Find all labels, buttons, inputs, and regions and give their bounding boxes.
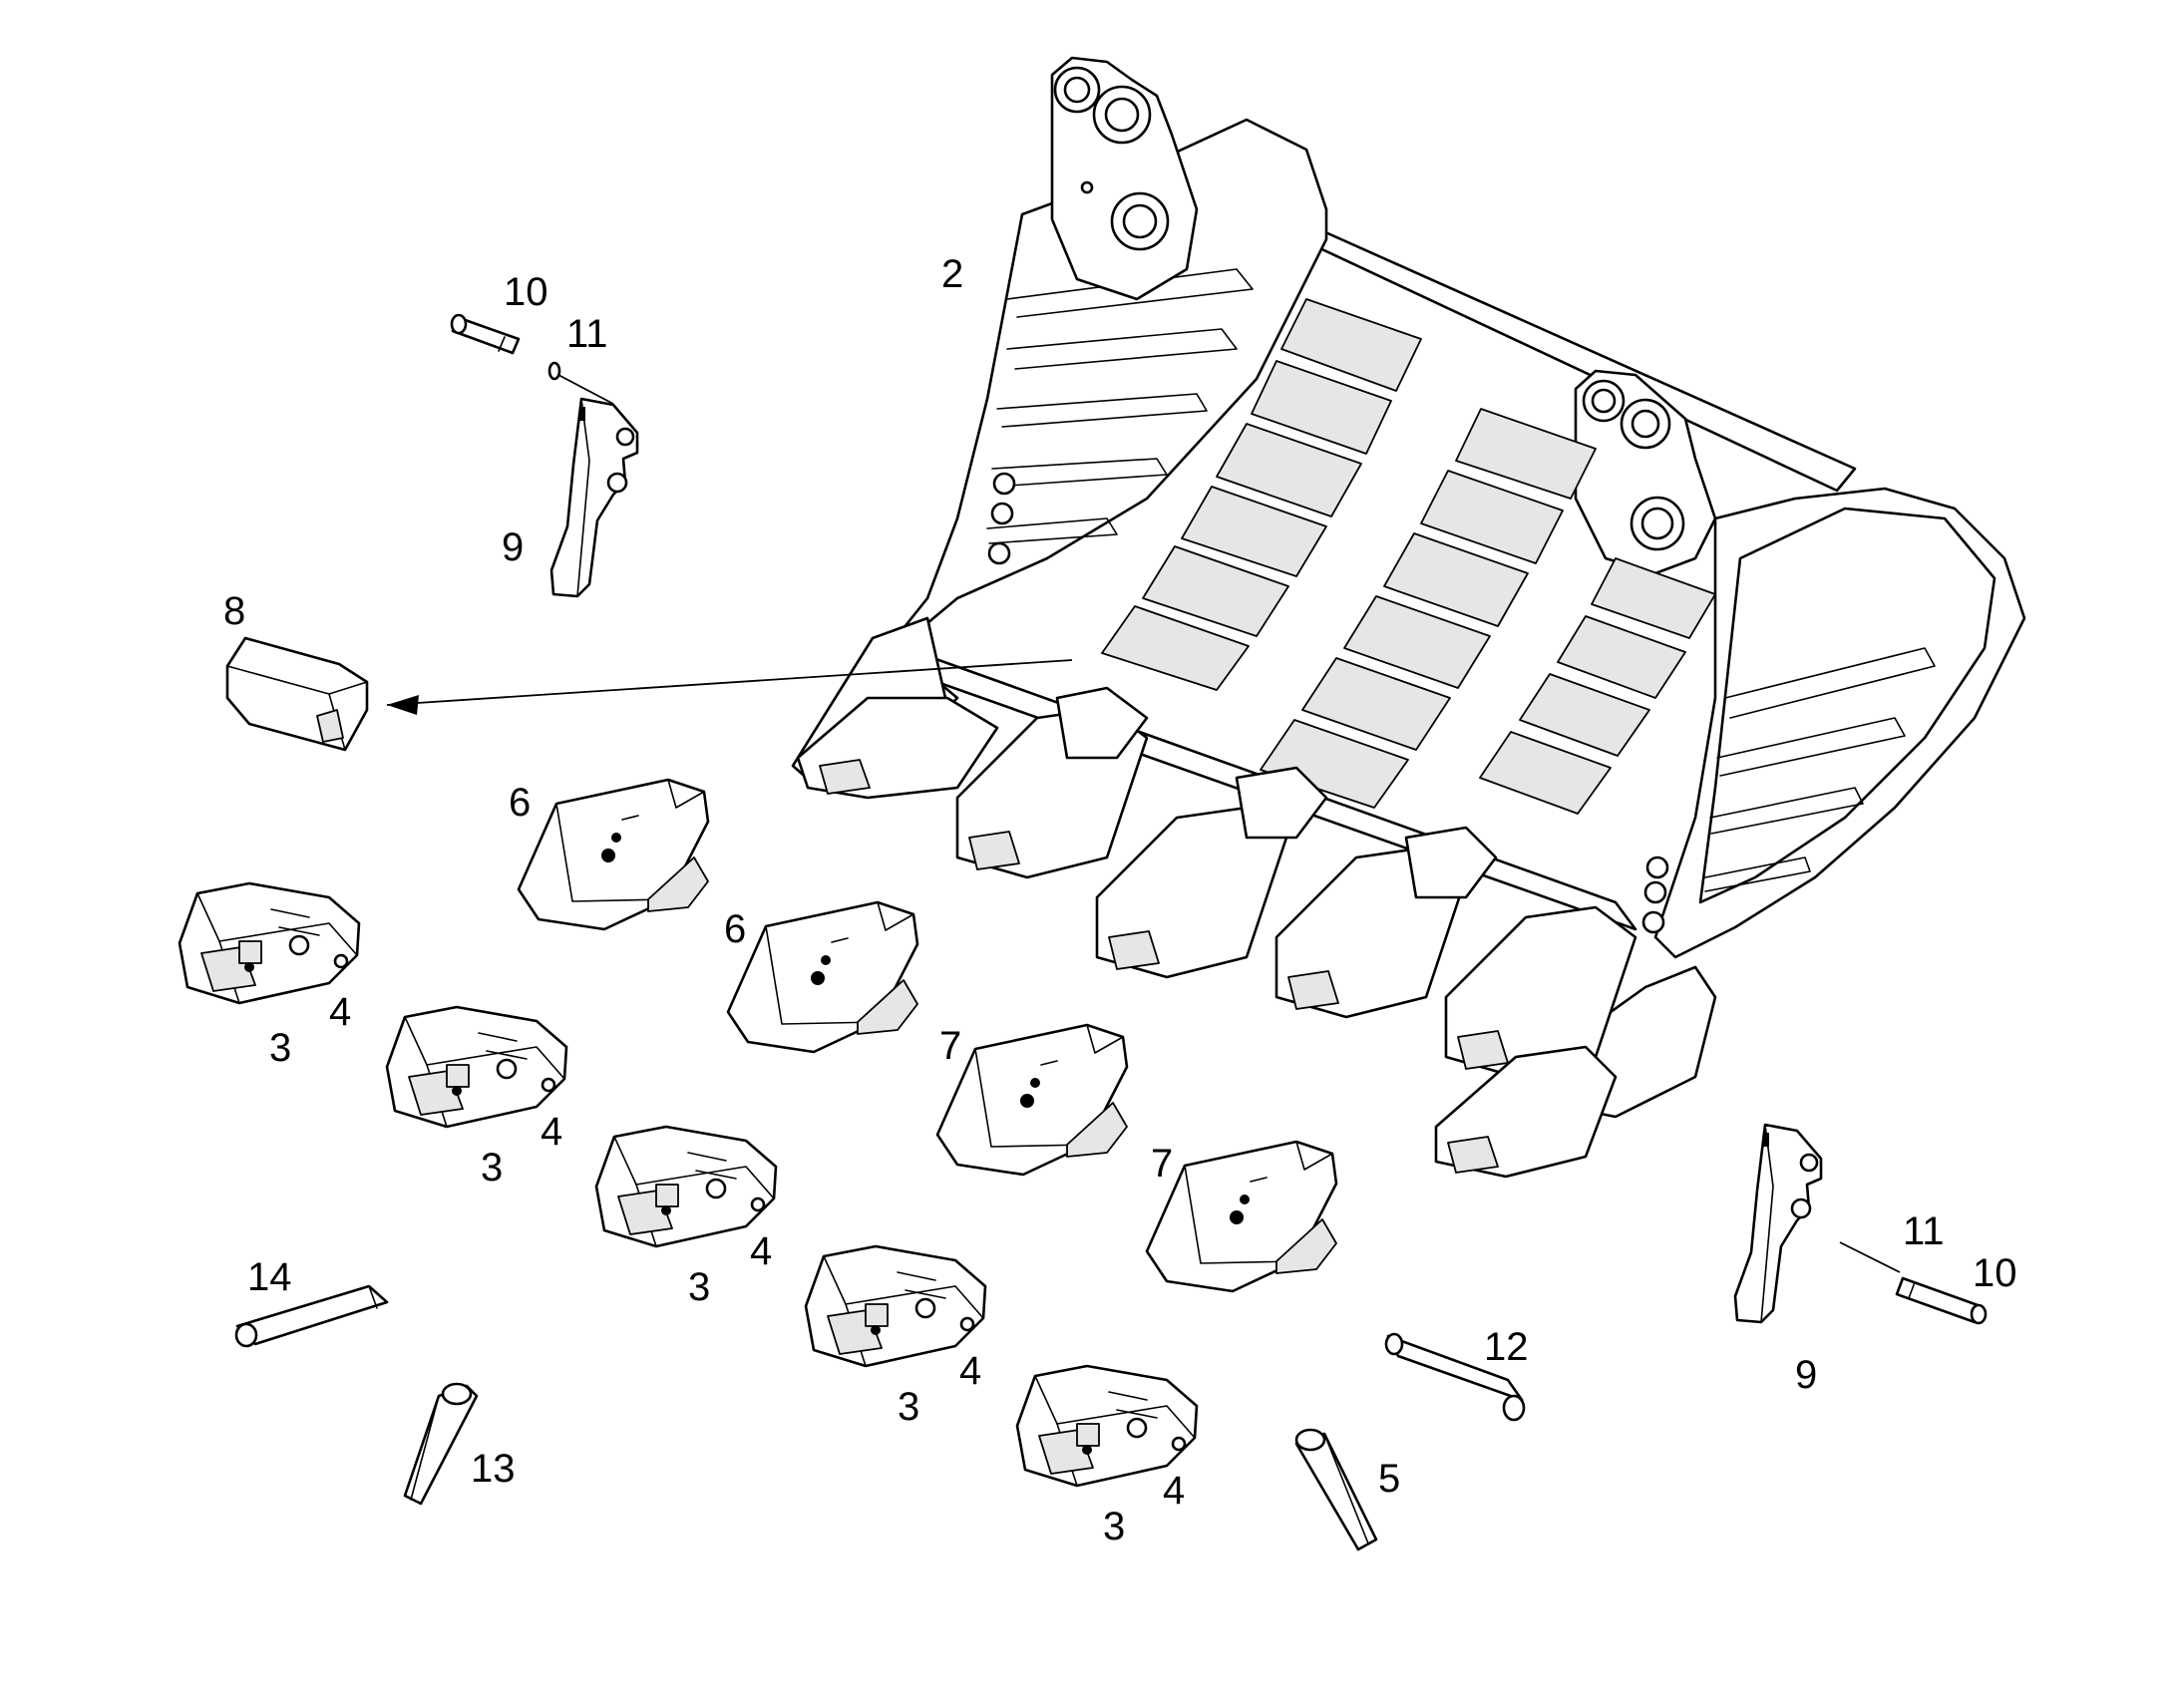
- callout-10-right: 10: [1973, 1251, 2017, 1295]
- callout-7-a: 7: [939, 1024, 961, 1068]
- pin-part-13: [403, 1382, 479, 1506]
- callout-6-a: 6: [509, 781, 531, 825]
- callout-4-b: 4: [541, 1110, 562, 1154]
- liner-plates: [1101, 298, 1716, 815]
- pin-part-10-left: [450, 313, 521, 355]
- pin-part-12: [1384, 1332, 1526, 1422]
- wear-block-part-8: [225, 636, 369, 752]
- callout-11-left: 11: [566, 312, 608, 356]
- bucket-body: [791, 56, 2026, 1179]
- tooth-part-7-b: [1145, 1140, 1338, 1293]
- adapter-part-3-b: [385, 1005, 568, 1129]
- callout-9-right: 9: [1795, 1353, 1817, 1397]
- leader-arrow-8: [386, 659, 1073, 715]
- callout-11-right: 11: [1903, 1209, 1945, 1253]
- callout-4-d: 4: [959, 1349, 981, 1393]
- callout-3-d: 3: [898, 1385, 919, 1429]
- adapter-part-3-c: [594, 1125, 778, 1248]
- callout-2: 2: [941, 252, 963, 296]
- callout-5: 5: [1378, 1457, 1400, 1501]
- callout-9-left: 9: [502, 525, 524, 569]
- callout-10-left: 10: [504, 270, 548, 314]
- callout-6-b: 6: [724, 907, 746, 951]
- callout-4-e: 4: [1163, 1469, 1185, 1513]
- callout-4-a: 4: [329, 990, 351, 1034]
- tooth-part-7-a: [935, 1023, 1129, 1177]
- callout-12: 12: [1484, 1325, 1529, 1369]
- callout-13: 13: [471, 1447, 516, 1491]
- callout-3-e: 3: [1103, 1505, 1125, 1548]
- callout-14: 14: [247, 1255, 292, 1299]
- pin-part-10-right: [1895, 1276, 1988, 1325]
- adapter-part-3-e: [1015, 1364, 1199, 1488]
- adapter-part-3-a: [178, 881, 361, 1005]
- ring-part-11-left: [547, 361, 614, 405]
- callout-3-a: 3: [269, 1026, 291, 1070]
- callout-3-b: 3: [481, 1146, 503, 1190]
- callout-3-c: 3: [688, 1265, 710, 1309]
- adapter-part-3-d: [804, 1244, 987, 1368]
- side-cutter-part-9-left: [549, 397, 639, 598]
- ring-part-11-right: [1839, 1241, 1901, 1273]
- pin-part-5: [1294, 1428, 1378, 1551]
- callout-4-c: 4: [750, 1229, 772, 1273]
- side-cutter-part-9-right: [1733, 1123, 1823, 1324]
- tooth-part-6-b: [726, 900, 919, 1054]
- tooth-part-6-a: [517, 778, 710, 931]
- callout-8: 8: [223, 589, 245, 633]
- callout-7-b: 7: [1151, 1142, 1173, 1186]
